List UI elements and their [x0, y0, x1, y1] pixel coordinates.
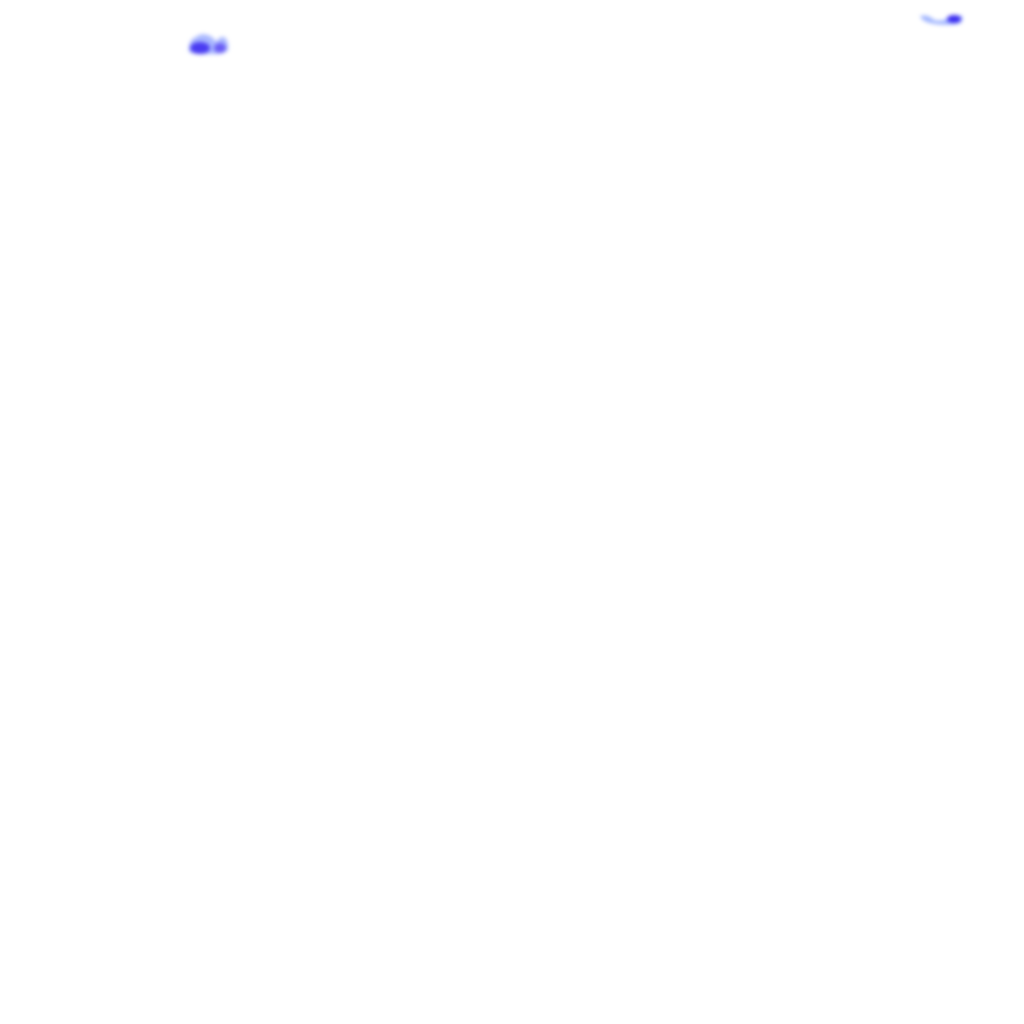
smudge-shape [188, 34, 229, 55]
blue-smudge-right [918, 10, 964, 26]
smudge-shape [920, 15, 963, 25]
blue-smudge-left [186, 28, 230, 56]
